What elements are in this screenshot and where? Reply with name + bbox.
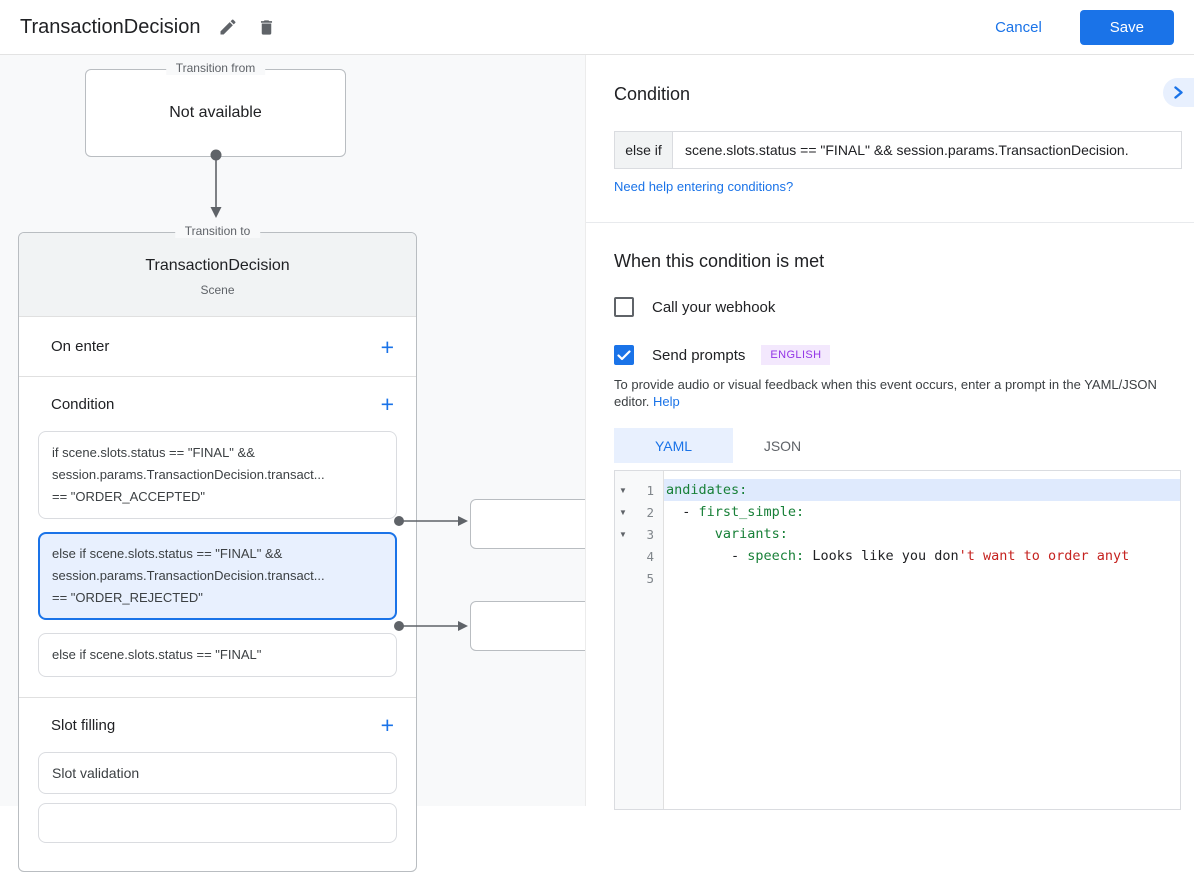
slot-cards: Slot validation xyxy=(38,752,397,794)
condition-expression-input[interactable] xyxy=(673,131,1182,169)
send-prompts-row: Send prompts ENGLISH xyxy=(614,345,831,365)
code-line xyxy=(664,567,1180,589)
condition-prefix-label: else if xyxy=(614,131,673,169)
checkmark-icon xyxy=(617,349,631,360)
delete-icon[interactable] xyxy=(254,15,278,39)
edit-icon[interactable] xyxy=(216,15,240,39)
webhook-row: Call your webhook xyxy=(614,297,775,317)
editor-code-area[interactable]: andidates: - first_simple: variants: - s… xyxy=(664,471,1180,809)
webhook-label: Call your webhook xyxy=(652,298,776,316)
on-enter-label: On enter xyxy=(51,338,110,355)
fold-arrow-icon[interactable]: ▼ xyxy=(619,529,627,539)
condition-help-link[interactable]: Need help entering conditions? xyxy=(614,179,794,194)
transition-to-node: Transition to TransactionDecision Scene … xyxy=(18,224,417,872)
pencil-icon xyxy=(220,19,236,35)
page-title: TransactionDecision xyxy=(20,15,201,38)
flow-target-node-accepted[interactable] xyxy=(470,499,600,549)
line-number: 3 xyxy=(646,526,654,542)
collapse-panel-button[interactable] xyxy=(1163,78,1194,107)
transition-to-legend: Transition to xyxy=(174,224,261,238)
line-number: 1 xyxy=(646,482,654,498)
help-link[interactable]: Help xyxy=(653,394,680,409)
scene-type-label: Scene xyxy=(200,282,235,297)
on-enter-section: On enter + xyxy=(19,317,416,377)
code-line: - first_simple: xyxy=(666,504,805,520)
slot-card-partial[interactable] xyxy=(38,803,397,843)
webhook-checkbox[interactable] xyxy=(614,297,634,317)
trash-icon xyxy=(260,19,272,35)
flow-target-node-rejected[interactable] xyxy=(470,601,600,651)
scene-name: TransactionDecision xyxy=(145,256,290,274)
slot-card[interactable]: Slot validation xyxy=(38,752,397,794)
editor-gutter: ▼ 1 ▼ 2 ▼ 3 4 5 xyxy=(615,471,664,809)
language-badge: ENGLISH xyxy=(761,345,831,365)
add-condition-button[interactable]: + xyxy=(380,391,394,417)
when-met-title: When this condition is met xyxy=(614,251,825,271)
save-button[interactable]: Save xyxy=(1079,9,1174,45)
add-slot-button[interactable]: + xyxy=(380,712,394,738)
prompt-description-text: To provide audio or visual feedback when… xyxy=(614,377,1157,409)
line-number: 4 xyxy=(646,548,654,564)
code-line: variants: xyxy=(714,526,788,542)
chevron-right-icon xyxy=(1174,86,1183,99)
send-prompts-checkbox[interactable] xyxy=(614,345,634,365)
condition-card[interactable]: else if scene.slots.status == "FINAL" &&… xyxy=(38,532,397,620)
line-number: 2 xyxy=(646,504,654,520)
condition-section: Condition + if scene.slots.status == "FI… xyxy=(19,377,416,698)
condition-cards: if scene.slots.status == "FINAL" &&sessi… xyxy=(38,431,397,677)
condition-section-label: Condition xyxy=(51,395,115,413)
scene-header: TransactionDecision Scene xyxy=(19,233,416,317)
code-line: - speech: Looks like you don't want to o… xyxy=(666,548,1130,564)
send-prompts-label: Send prompts xyxy=(652,346,746,364)
add-on-enter-button[interactable]: + xyxy=(380,333,394,360)
top-bar: TransactionDecision Cancel Save xyxy=(0,0,1194,55)
yaml-editor: ▼ 1 ▼ 2 ▼ 3 4 5 andidates: - first_simple: vari… xyxy=(614,470,1181,810)
tab-json[interactable]: JSON xyxy=(763,437,802,454)
condition-input-group: else if xyxy=(614,131,1182,169)
fold-arrow-icon[interactable]: ▼ xyxy=(619,485,627,495)
line-number: 5 xyxy=(646,570,654,586)
condition-connector-arrows xyxy=(394,516,468,631)
slot-filling-label: Slot filling xyxy=(51,716,116,734)
transition-from-value: Not available xyxy=(169,104,262,121)
panel-divider xyxy=(586,222,1194,223)
condition-editor-panel: Condition else if Need help entering con… xyxy=(585,55,1194,810)
code-line: andidates: xyxy=(664,479,1180,501)
editor-tabs: YAML JSON xyxy=(614,428,832,463)
slot-filling-section: Slot filling + Slot validation xyxy=(19,698,416,843)
condition-card[interactable]: if scene.slots.status == "FINAL" &&sessi… xyxy=(38,431,397,519)
transition-from-node: Transition from Not available xyxy=(85,61,346,157)
cancel-button[interactable]: Cancel xyxy=(995,18,1042,36)
tab-yaml[interactable]: YAML xyxy=(614,428,733,463)
transition-arrow-down xyxy=(210,149,222,218)
condition-card[interactable]: else if scene.slots.status == "FINAL" xyxy=(38,633,397,677)
fold-arrow-icon[interactable]: ▼ xyxy=(619,507,627,517)
condition-panel-title: Condition xyxy=(614,84,691,104)
transition-from-legend: Transition from xyxy=(165,61,266,75)
prompt-description: To provide audio or visual feedback when… xyxy=(614,376,1162,410)
